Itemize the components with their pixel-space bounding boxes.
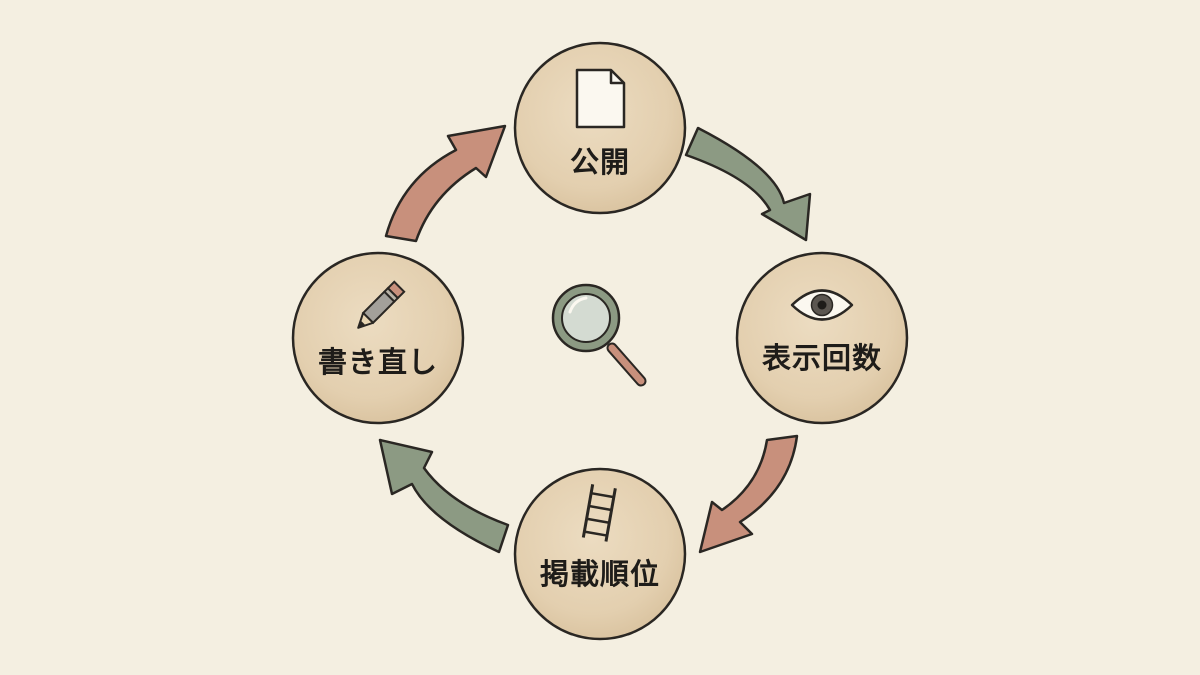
node-rewrite: 書き直し [291, 251, 465, 425]
node-impressions: 表示回数 [735, 251, 909, 425]
node-label-rewrite: 書き直し [318, 345, 438, 379]
document-icon [575, 68, 626, 129]
node-publish: 公開 [513, 41, 687, 215]
node-ranking: 掲載順位 [513, 467, 687, 641]
node-label-publish: 公開 [570, 145, 630, 179]
arrow-publish-to-impressions [684, 126, 812, 242]
arrow-impressions-to-ranking [698, 434, 799, 554]
node-circle [291, 251, 465, 425]
node-label-ranking: 掲載順位 [540, 557, 660, 591]
arrow-rewrite-to-publish [384, 124, 507, 243]
pencil-icon [357, 280, 406, 329]
arrow-ranking-to-rewrite [378, 438, 510, 554]
arrow-shape [698, 434, 799, 554]
node-label-impressions: 表示回数 [762, 341, 882, 375]
arrow-shape [384, 124, 507, 243]
arrow-shape [684, 126, 812, 242]
node-circle [735, 251, 909, 425]
node-circle [513, 467, 687, 641]
arrow-shape [378, 438, 510, 554]
ladder-icon [581, 484, 617, 542]
magnifier-icon [551, 283, 647, 387]
eye-icon [790, 289, 854, 321]
